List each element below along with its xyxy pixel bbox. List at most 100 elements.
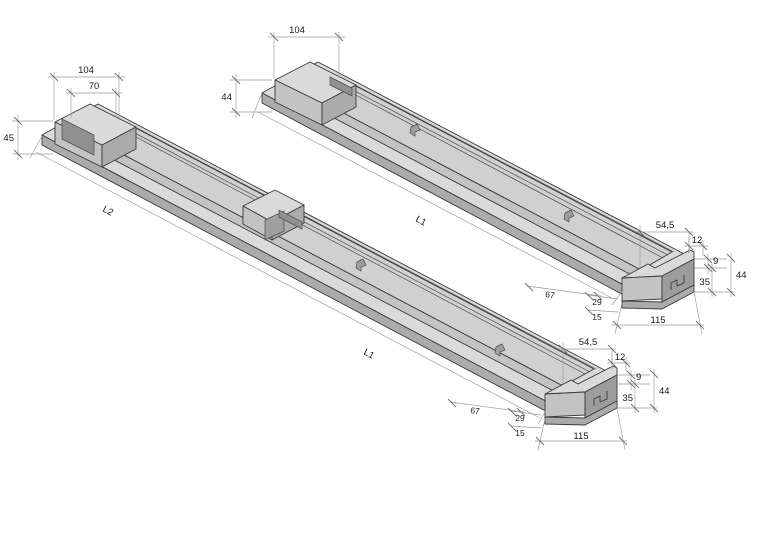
label-29-lower: 29 bbox=[515, 413, 525, 423]
lower-545-tick-a bbox=[558, 344, 568, 354]
label-15-lower: 15 bbox=[515, 428, 525, 438]
lower-35-tick-b bbox=[630, 403, 640, 413]
label-545-upper: 54,5 bbox=[656, 220, 675, 231]
lower-beam-right-block-nearside bbox=[544, 391, 586, 418]
beam-long-left: L2 L1 104 70 45 54,5 bbox=[3, 65, 670, 451]
upper-beam-length-ext-right bbox=[611, 289, 624, 306]
upper-beam-groove-outer bbox=[329, 77, 669, 256]
lower-beam-left-block-inset bbox=[61, 118, 95, 156]
upper-15-tick-a bbox=[584, 306, 594, 316]
upper-104-tick-b bbox=[334, 32, 344, 42]
lower-545-tick-b bbox=[607, 344, 617, 354]
label-L2: L2 bbox=[101, 204, 115, 219]
label-9-lower: 9 bbox=[636, 372, 641, 383]
lower-9-tick-b bbox=[626, 379, 636, 389]
label-L1-upper: L1 bbox=[414, 214, 428, 229]
upper-44-tick-a bbox=[231, 75, 241, 85]
lower-115-tick-a bbox=[535, 436, 545, 446]
label-29-upper: 29 bbox=[592, 297, 602, 307]
lower-15-line bbox=[510, 425, 542, 429]
lower-15-tick-a bbox=[507, 422, 517, 432]
lower-104-tick-a bbox=[49, 72, 59, 82]
upper-9-tick-a bbox=[703, 254, 713, 264]
label-44-lower: 44 bbox=[659, 386, 670, 397]
lower-beam-right-block-notch-profile bbox=[593, 391, 608, 406]
upper-beam-length-ext-left bbox=[251, 92, 263, 119]
lower-104-tick-b bbox=[114, 72, 124, 82]
lower-67-tick-b bbox=[516, 407, 526, 417]
lower-29-line bbox=[510, 410, 542, 416]
upper-44-tick-b bbox=[231, 107, 241, 117]
lower-beam-groove-tab-2 bbox=[494, 343, 506, 357]
label-15-upper: 15 bbox=[592, 312, 602, 322]
lower-70-tick-a bbox=[66, 88, 76, 98]
label-35-lower: 35 bbox=[622, 393, 633, 404]
lower-45-tick-b bbox=[13, 149, 23, 159]
upper-44-r-tick-b bbox=[726, 287, 736, 297]
lower-45-tick-a bbox=[13, 116, 23, 126]
lower-29-tick-a bbox=[507, 407, 517, 417]
lower-beam-mid-block-tab bbox=[264, 210, 285, 241]
upper-35-tick-b bbox=[707, 287, 717, 297]
lower-beam-groove-inner bbox=[115, 116, 597, 370]
lower-beam-groove-outer bbox=[109, 119, 591, 373]
lower-115-ext-b bbox=[616, 407, 626, 451]
upper-beam-groove-inner bbox=[335, 74, 675, 253]
upper-29-line bbox=[587, 294, 619, 300]
lower-beam-L1-dim-line bbox=[213, 245, 541, 419]
lower-beam-groove-tab-1 bbox=[355, 258, 367, 272]
lower-12-tick-a bbox=[607, 358, 617, 368]
label-104-upper: 104 bbox=[289, 25, 305, 36]
upper-9-tick-b bbox=[703, 263, 713, 273]
lower-beam-L2-dim-line bbox=[35, 151, 223, 251]
label-70: 70 bbox=[89, 81, 100, 92]
upper-115-ext-b bbox=[693, 291, 703, 335]
upper-beam-groove-tab bbox=[409, 123, 421, 137]
label-12-lower: 12 bbox=[615, 352, 626, 363]
lower-35-tick-a bbox=[630, 379, 640, 389]
label-45: 45 bbox=[3, 133, 14, 144]
label-545-lower: 54,5 bbox=[579, 337, 598, 348]
upper-beam-groove-shadow bbox=[332, 82, 664, 259]
upper-beam-length-dim-line bbox=[257, 111, 613, 299]
label-12-upper: 12 bbox=[692, 235, 703, 246]
lower-44-r-tick-b bbox=[649, 403, 659, 413]
lower-beam-body-top bbox=[62, 105, 595, 387]
label-67-upper: 67 bbox=[545, 289, 556, 300]
label-115-lower: 115 bbox=[573, 431, 588, 442]
lower-67-line bbox=[449, 401, 525, 413]
upper-67-tick-b bbox=[593, 291, 603, 301]
lower-70-tick-b bbox=[111, 88, 121, 98]
upper-12-tick-b bbox=[698, 241, 708, 251]
upper-44-r-tick-a bbox=[726, 253, 736, 263]
upper-35-tick-a bbox=[707, 263, 717, 273]
upper-115-ext-a bbox=[614, 302, 623, 335]
upper-67-tick-a bbox=[524, 282, 534, 292]
lower-44-r-tick-a bbox=[649, 369, 659, 379]
lower-115-ext-a bbox=[537, 418, 546, 451]
lower-beam-L2-ext-left bbox=[29, 135, 43, 159]
upper-beam-right-block-nearside bbox=[621, 275, 663, 302]
lower-67-tick-a bbox=[447, 398, 457, 408]
lower-9-tick-a bbox=[626, 370, 636, 380]
label-115-upper: 115 bbox=[650, 315, 665, 326]
label-67-lower: 67 bbox=[470, 405, 481, 416]
lower-12-tick-b bbox=[621, 358, 631, 368]
upper-67-line bbox=[526, 285, 602, 297]
upper-104-tick-a bbox=[269, 32, 279, 42]
lower-beam-mid-block-notch bbox=[278, 209, 303, 230]
label-35-upper: 35 bbox=[699, 277, 710, 288]
beam-upper-right: L1 104 44 54,5 12 9 bbox=[221, 25, 747, 335]
upper-beam-right-block-notch-profile bbox=[670, 275, 685, 290]
upper-29-tick-a bbox=[584, 291, 594, 301]
upper-beam-groove-tab-2 bbox=[563, 209, 575, 223]
upper-115-tick-a bbox=[612, 320, 622, 330]
upper-545-tick-a bbox=[635, 227, 645, 237]
lower-115-tick-b bbox=[618, 436, 628, 446]
lower-beam-groove-shadow bbox=[112, 124, 586, 375]
lower-beam-left-block-side bbox=[101, 126, 137, 168]
label-104-lower: 104 bbox=[78, 65, 94, 76]
lower-beam-L1-ext-right bbox=[537, 409, 547, 425]
